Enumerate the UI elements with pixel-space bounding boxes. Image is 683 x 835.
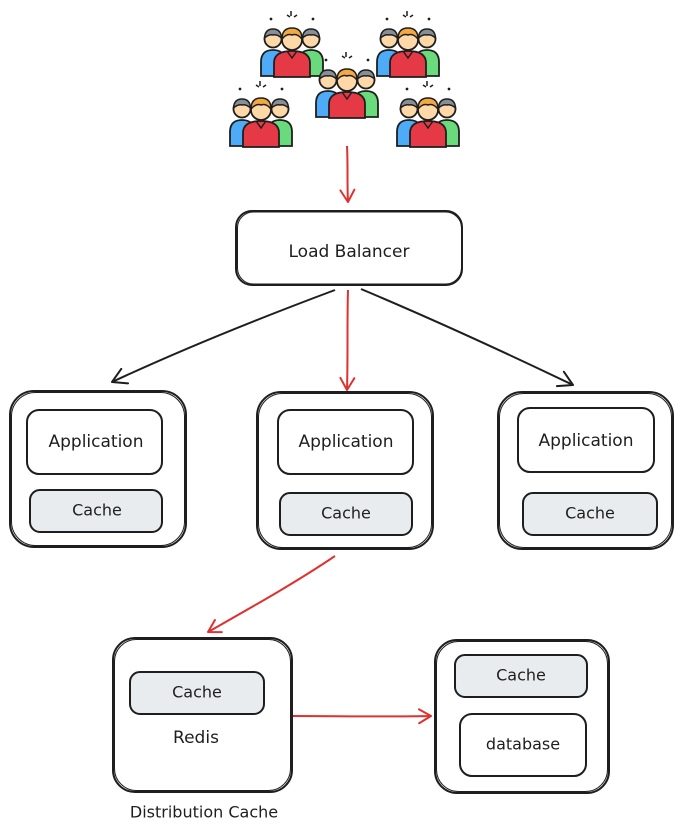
application-label: Application	[539, 431, 634, 451]
edge-load-balancer-to-server-1	[111, 289, 336, 385]
load-balancer-label: Load Balancer	[289, 242, 410, 262]
server-node-2: Application Cache	[256, 391, 434, 550]
distribution-cache-node: Cache Redis	[112, 637, 293, 793]
database-node: Cache database	[434, 639, 610, 794]
load-balancer-node: Load Balancer	[235, 210, 463, 286]
cache-label: Cache	[172, 683, 222, 702]
server-node-3: Application Cache	[497, 391, 674, 550]
cache-label: Cache	[565, 504, 615, 523]
people-group-icon	[229, 10, 460, 148]
application-label: Application	[299, 432, 394, 452]
cache-label: Cache	[496, 666, 546, 685]
distribution-cache-label: Distribution Cache	[130, 803, 278, 822]
application-label: Application	[49, 432, 144, 452]
edge-load-balancer-to-server-2	[339, 289, 356, 391]
edge-server-2-to-distribution-cache	[207, 555, 336, 634]
edge-load-balancer-to-server-3	[360, 288, 574, 388]
redis-label: Redis	[173, 728, 219, 748]
server-node-1: Application Cache	[9, 390, 187, 548]
cache-label: Cache	[72, 501, 122, 520]
edge-users-to-load-balancer	[339, 145, 356, 203]
cache-label: Cache	[321, 504, 371, 523]
database-label: database	[486, 735, 560, 754]
